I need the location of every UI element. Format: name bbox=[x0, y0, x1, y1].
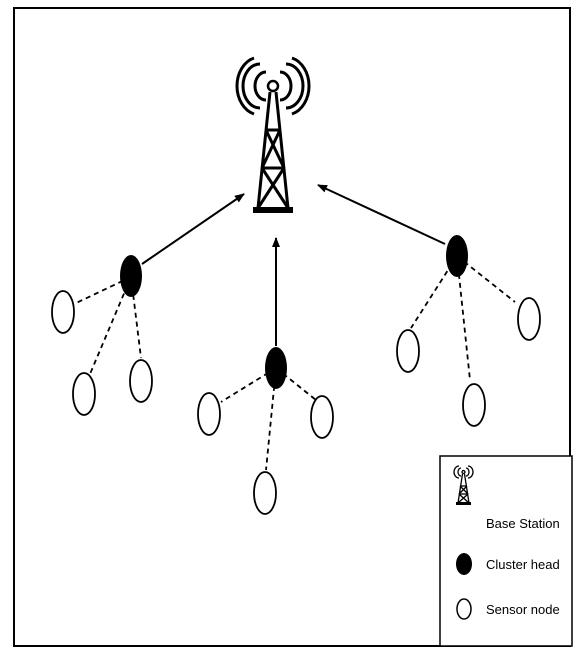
sensor-node bbox=[197, 392, 221, 436]
cluster-head-icon bbox=[456, 553, 472, 575]
sensor-node-icon bbox=[456, 598, 472, 620]
sensor-node bbox=[310, 395, 334, 439]
legend-label-sensor-node: Sensor node bbox=[486, 602, 560, 617]
base-station-tower-icon bbox=[235, 56, 311, 213]
sensor-node bbox=[253, 471, 277, 515]
arrow-left-to-base bbox=[141, 193, 245, 265]
legend: Base Station Cluster head Sensor node bbox=[439, 455, 573, 647]
diagram-frame bbox=[13, 7, 571, 647]
base-station-icon bbox=[453, 465, 474, 505]
cluster-head-right bbox=[446, 235, 468, 277]
cluster-head-center bbox=[265, 347, 287, 389]
cluster-head-left bbox=[120, 255, 142, 297]
sensor-node bbox=[517, 297, 541, 341]
legend-label-base-station: Base Station bbox=[486, 516, 560, 531]
sensor-node bbox=[462, 383, 486, 427]
sensor-node bbox=[72, 372, 96, 416]
legend-label-cluster-head: Cluster head bbox=[486, 557, 560, 572]
sensor-node bbox=[129, 359, 153, 403]
sensor-node bbox=[396, 329, 420, 373]
cluster-heads-layer bbox=[120, 235, 468, 389]
arrows-layer bbox=[141, 184, 446, 346]
arrow-right-to-base bbox=[317, 184, 446, 245]
sensor-node bbox=[51, 290, 75, 334]
sensor-nodes-layer bbox=[51, 290, 541, 515]
